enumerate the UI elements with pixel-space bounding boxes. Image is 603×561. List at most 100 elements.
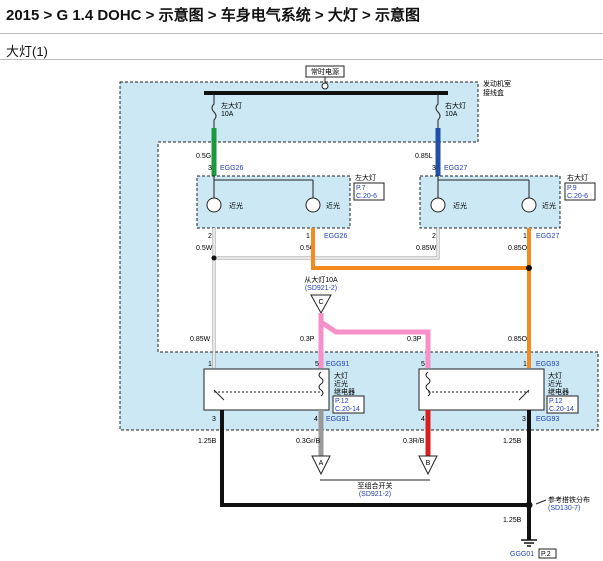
wire-label-03p: 0.3P — [407, 336, 422, 343]
relay-left-conn[interactable]: C.20-14 — [335, 406, 360, 413]
lamp-left-ref-box — [353, 182, 385, 201]
wire-black — [220, 410, 531, 540]
bulb-icon — [430, 197, 446, 213]
breadcrumb-sep: > — [203, 7, 221, 24]
pin-label: 1 — [208, 361, 212, 368]
from-source-ref[interactable]: (SD921-2) — [305, 285, 337, 292]
bulb-icon — [521, 197, 537, 213]
fuse-right-rating: 10A — [445, 111, 458, 118]
breadcrumb-engine[interactable]: G 1.4 DOHC — [56, 7, 142, 24]
ground-ref-label: 参考搭铁分布 — [548, 495, 590, 504]
wire-label-085l: 0.85L — [415, 153, 433, 160]
lamp-right-name: 右大灯 — [567, 173, 588, 182]
wire-label-03grb: 0.3Gr/B — [296, 438, 320, 445]
section-divider — [0, 59, 603, 60]
low-beam-label: 近光 — [326, 201, 340, 210]
connector-egg93[interactable]: EGG93 — [536, 361, 559, 368]
relay-right-conn[interactable]: C.20-14 — [549, 406, 574, 413]
breadcrumb-current: 示意图 — [375, 7, 421, 24]
wire-label-125b: 1.25B — [503, 438, 522, 445]
pin-label: 3 — [432, 165, 436, 172]
engine-room-label-1: 发动机室 — [483, 79, 511, 88]
power-source-label: 常时电源 — [311, 67, 339, 76]
to-combo-ref[interactable]: (SD921-2) — [359, 491, 391, 498]
lamp-left-box — [196, 175, 351, 229]
pin-label: 5 — [421, 361, 425, 368]
from-source-label: 从大灯10A — [304, 275, 338, 284]
pin-label: 2 — [208, 233, 212, 240]
bulb-icon — [206, 197, 222, 213]
connector-egg91[interactable]: EGG91 — [326, 361, 349, 368]
relay-left-page[interactable]: P.12 — [335, 398, 349, 405]
connector-egg27[interactable]: EGG27 — [444, 165, 467, 172]
breadcrumb: 2015 > G 1.4 DOHC > 示意图 > 车身电气系统 > 大灯 > … — [6, 4, 420, 25]
wire-orange — [311, 228, 531, 368]
relay-right-label-2: 近光 — [548, 379, 562, 388]
junction-box-outline — [119, 81, 599, 431]
wire-label-085o: 0.85O — [508, 245, 528, 252]
pin-label: 4 — [421, 416, 425, 423]
bulb-icon — [305, 197, 321, 213]
fuse-left-rating: 10A — [221, 111, 234, 118]
fuse-left-icon — [211, 94, 217, 128]
connector-egg27[interactable]: EGG27 — [536, 233, 559, 240]
section-title: 大灯(1) — [6, 44, 48, 59]
connector-egg91[interactable]: EGG91 — [326, 416, 349, 423]
ground-page[interactable]: P.2 — [541, 551, 551, 558]
terminal-b-label: B — [426, 460, 431, 467]
breadcrumb-sep: > — [141, 7, 159, 24]
wire-pink — [318, 313, 431, 368]
pin-label: 1 — [523, 233, 527, 240]
splice-node — [526, 265, 532, 271]
breadcrumb-body-electrical[interactable]: 车身电气系统 — [220, 7, 311, 24]
lamp-right-ref-box — [564, 182, 596, 201]
relay-right-page[interactable]: P.12 — [549, 398, 563, 405]
pin-label: 1 — [523, 361, 527, 368]
relay-left-label-1: 大灯 — [334, 371, 348, 380]
relay-coil-icon — [318, 371, 324, 397]
low-beam-label: 近光 — [229, 201, 243, 210]
lamp-right-conn[interactable]: C.20-6 — [567, 193, 588, 200]
breadcrumb-year[interactable]: 2015 — [6, 7, 40, 24]
terminal-a-triangle — [311, 455, 331, 476]
breadcrumb-sep: > — [310, 7, 328, 24]
pin-label: 3 — [522, 416, 526, 423]
breadcrumb-schematic[interactable]: 示意图 — [158, 7, 204, 24]
lamp-left-name: 左大灯 — [355, 173, 376, 182]
ground-ref-link[interactable]: (SD130-7) — [548, 505, 580, 512]
wire-label-05w: 0.5W — [196, 245, 213, 252]
power-node — [321, 82, 329, 90]
fuse-right-label: 右大灯 — [445, 101, 466, 110]
wire-label-05o: 0.5O — [300, 245, 316, 252]
connector-egg26[interactable]: EGG26 — [220, 165, 243, 172]
terminal-c-triangle — [310, 294, 332, 315]
wire-label-125b: 1.25B — [198, 438, 217, 445]
breadcrumb-sep: > — [357, 7, 375, 24]
header-divider — [0, 33, 603, 34]
relay-switch-icon — [213, 389, 225, 401]
connector-egg93[interactable]: EGG93 — [536, 416, 559, 423]
ground-id[interactable]: GGG01 — [510, 551, 534, 558]
wire-label-03rb: 0.3R/B — [403, 438, 425, 445]
pin-label: 3 — [208, 165, 212, 172]
to-combo-label: 至组合开关 — [358, 481, 393, 490]
relay-switch-icon — [518, 389, 530, 401]
lamp-left-conn[interactable]: C.20-6 — [356, 193, 377, 200]
wire-label-085w: 0.85W — [190, 336, 211, 343]
fuse-right-icon — [435, 94, 441, 128]
breadcrumb-headlamp[interactable]: 大灯 — [327, 7, 358, 24]
connector-egg26[interactable]: EGG26 — [324, 233, 347, 240]
ground-page-box — [538, 548, 557, 559]
relay-left-box — [203, 368, 330, 411]
lamp-right-page[interactable]: P.9 — [567, 185, 577, 192]
lamp-left-page[interactable]: P.7 — [356, 185, 366, 192]
relay-left-ref-box — [332, 395, 365, 414]
wire-label-125b: 1.25B — [503, 517, 522, 524]
wire-white-link-core — [214, 228, 439, 259]
low-beam-label: 近光 — [453, 201, 467, 210]
wire-label-05g: 0.5G — [196, 153, 211, 160]
low-beam-label: 近光 — [542, 201, 556, 210]
pin-label: 3 — [212, 416, 216, 423]
ground-ref-leader — [535, 499, 547, 505]
wire-label-03p: 0.3P — [300, 336, 315, 343]
